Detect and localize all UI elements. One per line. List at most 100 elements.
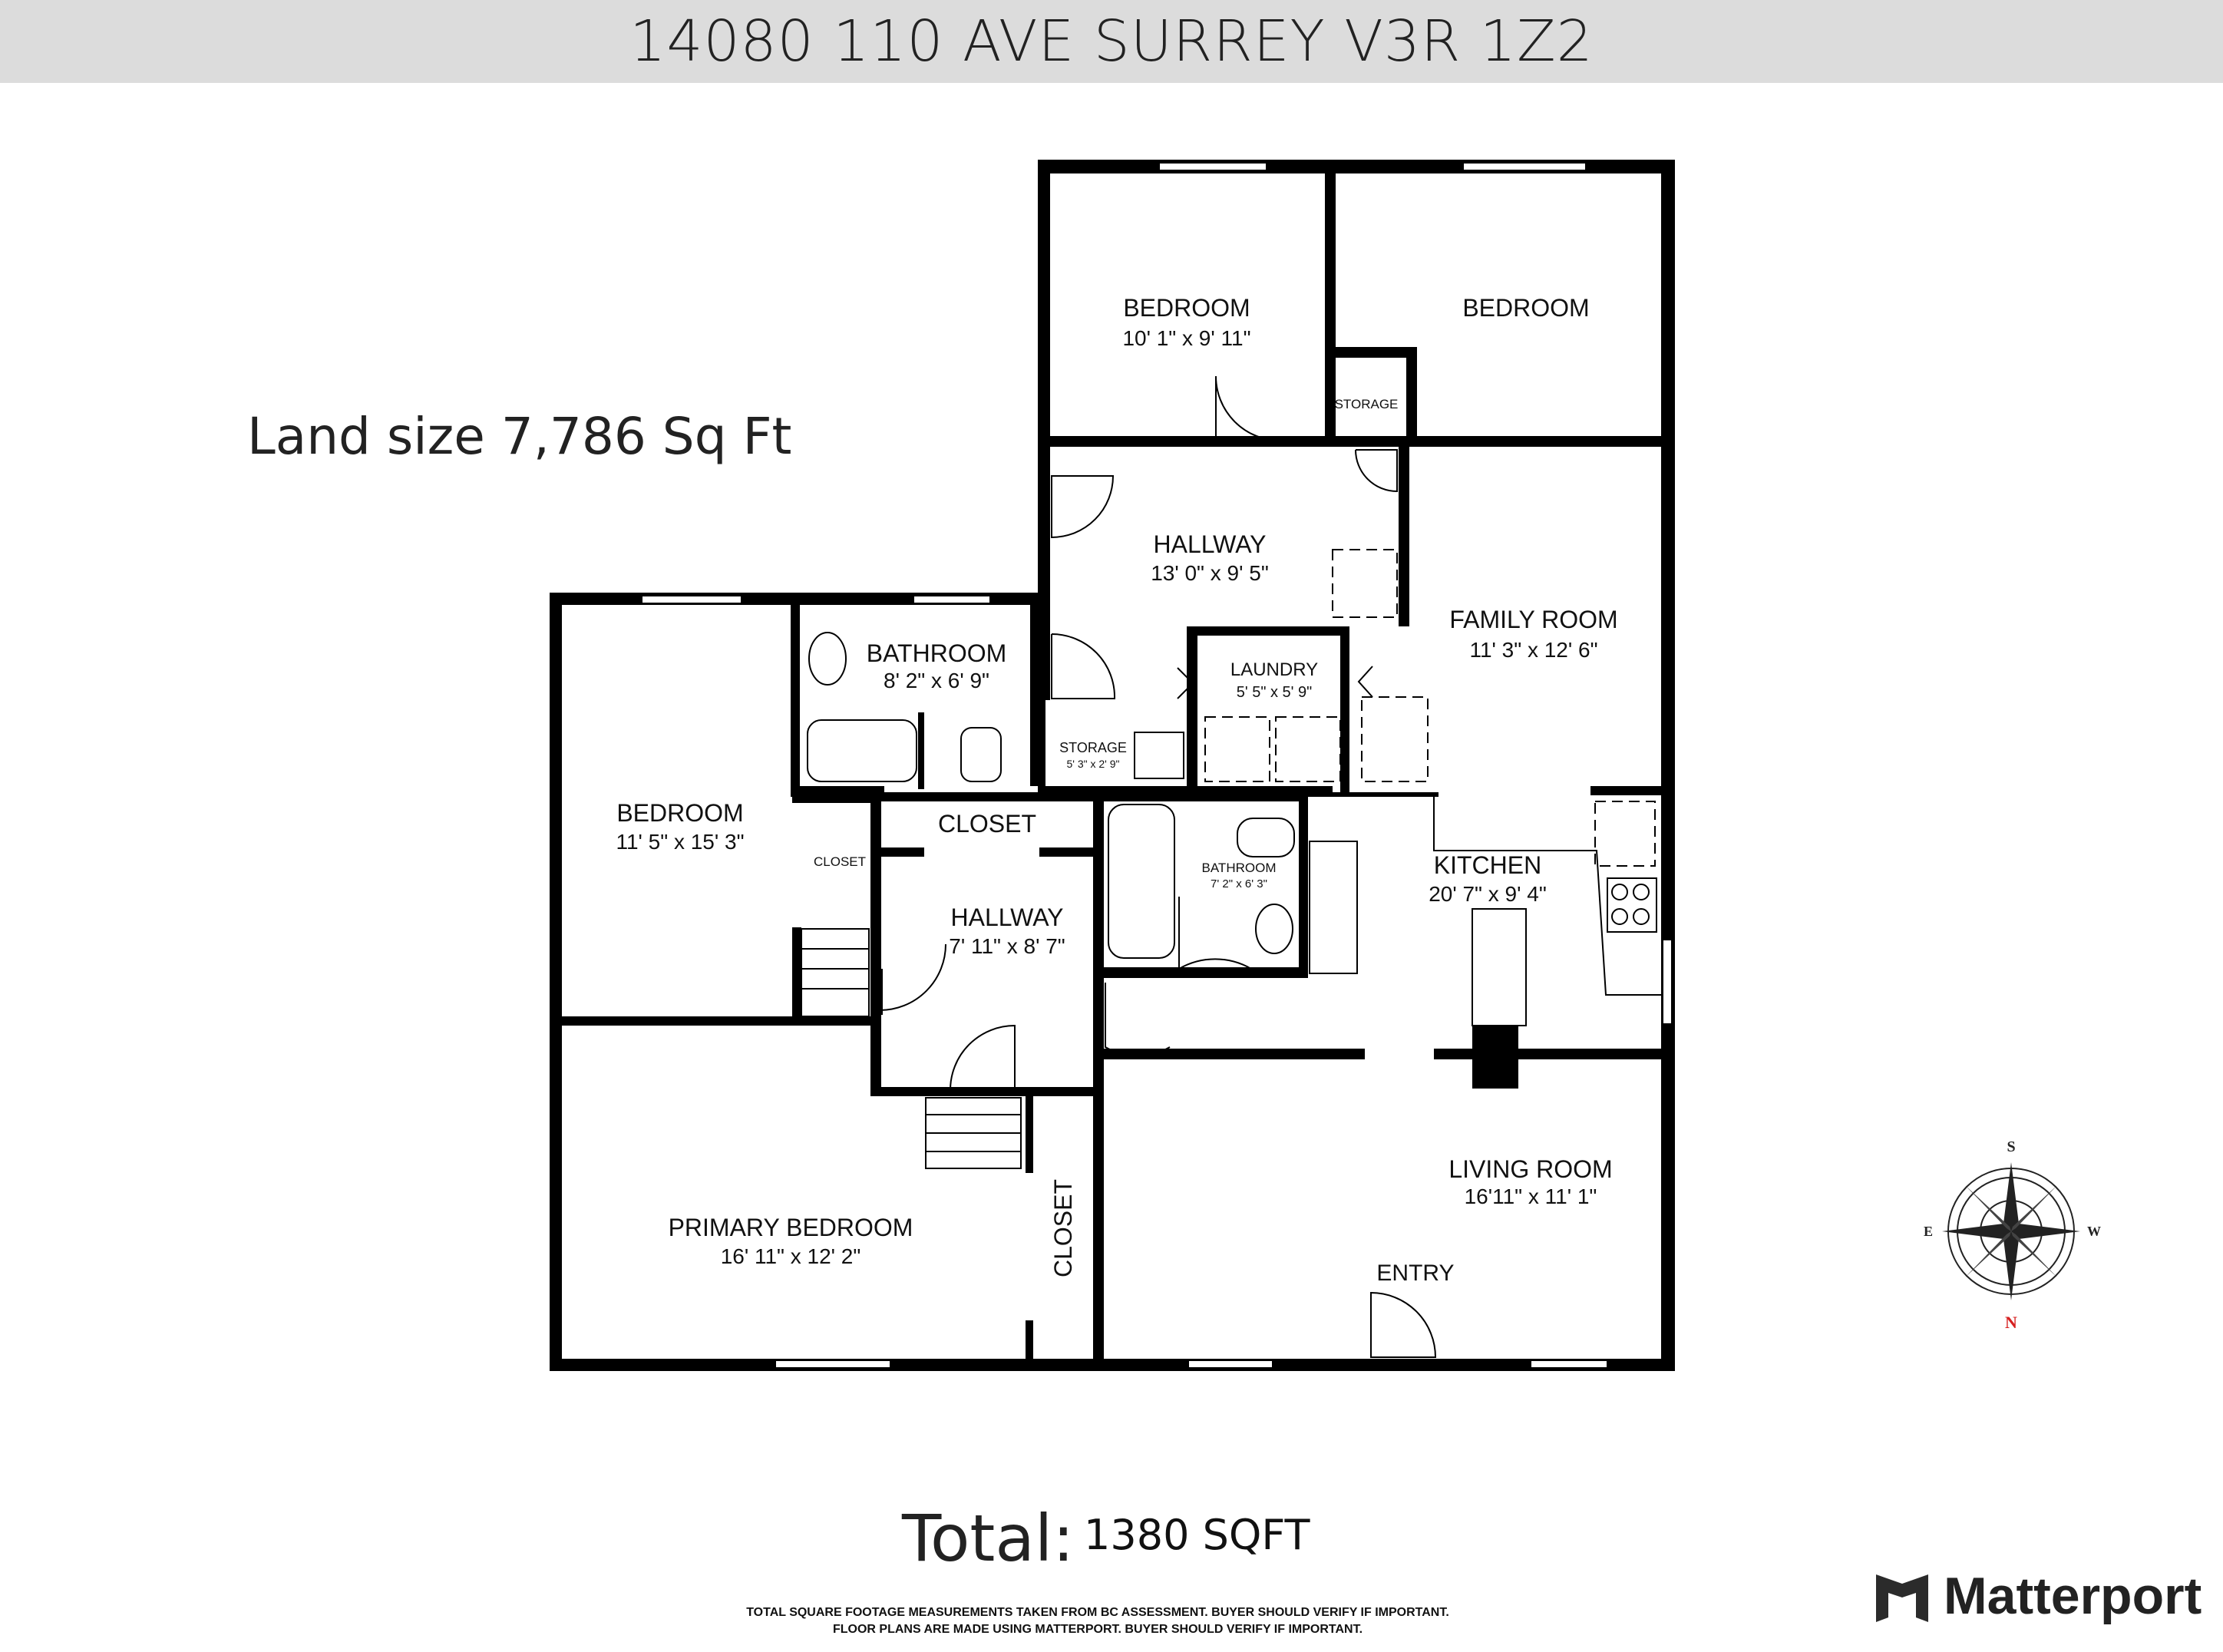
compass-rose: S N E W — [1924, 1138, 2101, 1332]
room-name: CLOSET — [1049, 1179, 1077, 1277]
wall — [1026, 1320, 1033, 1362]
wall — [918, 712, 924, 789]
room-name: STORAGE — [1059, 740, 1127, 755]
total-value: 1380 SQFT — [1084, 1511, 1310, 1559]
compass-point — [2003, 1162, 2019, 1231]
toilet — [1255, 904, 1293, 954]
compass-right-letter: W — [2087, 1224, 2101, 1239]
wall — [1187, 629, 1197, 797]
window — [1158, 162, 1267, 171]
matterport-logo: Matterport — [1873, 1566, 2202, 1626]
wall — [1042, 623, 1050, 700]
disclaimer-line: TOTAL SQUARE FOOTAGE MEASUREMENTS TAKEN … — [746, 1606, 1449, 1619]
compass-left-letter: E — [1924, 1224, 1933, 1239]
wall — [1325, 160, 1336, 444]
wall — [1336, 347, 1417, 358]
header-bar: 14080 110 AVE SURREY V3R 1Z2 — [0, 0, 2223, 83]
window — [641, 595, 742, 604]
sink — [960, 727, 1002, 782]
wall — [792, 795, 872, 803]
sink — [1237, 818, 1295, 857]
room-name: HALLWAY — [951, 904, 1064, 931]
room-dims: 7' 11" x 8' 7" — [949, 934, 1065, 958]
wall — [1308, 792, 1439, 797]
wall — [1026, 1096, 1033, 1173]
door-swing — [1051, 633, 1116, 699]
wall — [792, 927, 801, 1016]
chimney — [1472, 1026, 1518, 1089]
room-name: FAMILY ROOM — [1449, 606, 1617, 633]
compass-point — [1942, 1224, 2011, 1239]
wall — [870, 792, 1101, 801]
room-dims: 8' 2" x 6' 9" — [884, 669, 989, 692]
door-swing — [1105, 983, 1171, 1057]
room-dims: 16'11" x 11' 1" — [1465, 1184, 1597, 1208]
wall — [550, 593, 562, 1371]
door-marker — [1357, 666, 1373, 698]
compass-top-letter: S — [2007, 1138, 2015, 1155]
wall — [1399, 436, 1409, 626]
room-dims: 13' 0" x 9' 5" — [1151, 561, 1269, 585]
room-dims: 5' 5" x 5' 9" — [1237, 684, 1313, 701]
room-name: BEDROOM — [616, 799, 743, 827]
room-name: CLOSET — [938, 810, 1036, 838]
stairs-mid — [925, 1097, 1022, 1169]
burner — [1611, 908, 1628, 925]
room-labels: BEDROOM 10' 1" x 9' 11" BEDROOM STORAGE … — [616, 294, 1617, 1286]
wall — [1406, 347, 1417, 444]
wall — [870, 792, 881, 1096]
room-dims: 20' 7" x 9' 4" — [1429, 882, 1547, 906]
door-marker — [1177, 667, 1194, 699]
wall — [1104, 792, 1308, 801]
wall — [1340, 626, 1349, 795]
room-name: KITCHEN — [1434, 851, 1541, 879]
door-swing — [1215, 375, 1281, 441]
wall — [1038, 160, 1050, 628]
kitchen-sink — [1309, 841, 1358, 974]
wall — [1104, 967, 1308, 978]
room-dims: 10' 1" x 9' 11" — [1122, 326, 1250, 350]
appliance-outline — [1361, 696, 1429, 782]
room-name: HALLWAY — [1154, 530, 1267, 558]
dryer-outline — [1275, 716, 1341, 782]
disclaimer: TOTAL SQUARE FOOTAGE MEASUREMENTS TAKEN … — [691, 1604, 1505, 1638]
window — [913, 595, 991, 604]
land-size-label: Land size 7,786 Sq Ft — [247, 407, 792, 466]
room-name: BATHROOM — [867, 639, 1007, 667]
compass-north-letter: N — [2005, 1313, 2017, 1332]
compass-point — [2003, 1231, 2019, 1300]
toilet — [808, 632, 847, 686]
door-swing — [1178, 897, 1252, 970]
wall — [870, 969, 883, 1015]
washer-outline — [1204, 716, 1270, 782]
wall — [1038, 694, 1045, 801]
room-dims: 5' 3" x 2' 9" — [1067, 758, 1120, 770]
room-dims: 11' 3" x 12' 6" — [1469, 638, 1597, 662]
room-name: CLOSET — [814, 854, 866, 869]
storage-sink — [1134, 732, 1184, 779]
burner — [1611, 884, 1628, 900]
wall — [881, 847, 924, 857]
fixtures — [801, 375, 1661, 1358]
wall — [562, 1016, 870, 1026]
wall — [1299, 792, 1308, 976]
window — [775, 1360, 891, 1369]
address-title: 14080 110 AVE SURREY V3R 1Z2 — [629, 8, 1594, 74]
wall — [1406, 436, 1661, 447]
wall — [550, 1359, 1675, 1371]
disclaimer-line: FLOOR PLANS ARE MADE USING MATTERPORT. B… — [832, 1623, 1363, 1636]
wall — [1187, 626, 1348, 636]
burner — [1633, 884, 1650, 900]
wall — [1038, 436, 1406, 447]
burner — [1633, 908, 1650, 925]
room-dims: 7' 2" x 6' 3" — [1211, 877, 1267, 890]
counter-edge — [1433, 794, 1661, 996]
room-dims: 11' 5" x 15' 3" — [616, 830, 744, 854]
bathtub — [1108, 804, 1175, 959]
fridge-outline — [1594, 801, 1656, 867]
wall — [1434, 1049, 1675, 1059]
wall — [1661, 160, 1675, 1371]
window — [1662, 939, 1673, 1025]
room-name: BATHROOM — [1202, 861, 1277, 875]
